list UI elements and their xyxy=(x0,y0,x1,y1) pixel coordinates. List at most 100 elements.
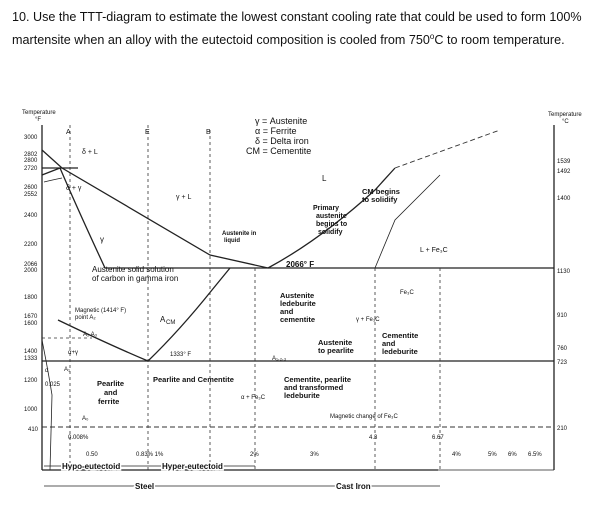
svg-text:2800: 2800 xyxy=(24,158,38,164)
svg-text:austenite: austenite xyxy=(316,213,347,220)
delta-boundary xyxy=(41,167,61,176)
left-axis-unit: °F xyxy=(35,117,41,123)
svg-text:A₁,₂,₃: A₁,₂,₃ xyxy=(272,356,287,362)
svg-text:4%: 4% xyxy=(452,452,461,458)
svg-text:1333° F: 1333° F xyxy=(170,352,191,358)
cast-iron-label: Cast Iron xyxy=(336,482,371,491)
svg-text:2552: 2552 xyxy=(24,192,38,198)
left-axis-title: Temperature xyxy=(22,110,56,116)
svg-text:6.5%: 6.5% xyxy=(528,452,542,458)
hypo-label: Hypo-eutectoid xyxy=(62,462,120,471)
svg-text:2802: 2802 xyxy=(24,152,38,158)
svg-text:A₂ A₃: A₂ A₃ xyxy=(83,332,98,338)
svg-text:760: 760 xyxy=(557,346,568,352)
right-axis-title: Temperature xyxy=(548,112,582,118)
svg-text:ledeburite: ledeburite xyxy=(280,299,316,308)
svg-text:4.3: 4.3 xyxy=(369,435,378,441)
svg-text:2720: 2720 xyxy=(24,166,38,172)
svg-text:1800: 1800 xyxy=(24,295,38,301)
svg-text:910: 910 xyxy=(557,313,568,319)
svg-text:α = Ferrite: α = Ferrite xyxy=(255,126,296,136)
svg-text:γ + L: γ + L xyxy=(176,194,191,201)
svg-text:3000: 3000 xyxy=(24,135,38,141)
svg-text:1400: 1400 xyxy=(24,349,38,355)
acm-curve xyxy=(147,267,231,362)
question-text: 10. Use the TTT-diagram to estimate the … xyxy=(12,8,587,50)
legend: γ = Austenite α = Ferrite δ = Delta iron… xyxy=(246,116,311,156)
svg-text:liquid: liquid xyxy=(224,238,240,244)
svg-text:410: 410 xyxy=(28,427,39,433)
svg-text:A₀: A₀ xyxy=(82,416,89,422)
svg-text:3%: 3% xyxy=(310,452,319,458)
question-body: Use the TTT-diagram to estimate the lowe… xyxy=(12,10,582,48)
bottom-ticks: 0.50 0.83% 1% 2% 3% 4% 5% 6% 6.5% xyxy=(86,452,542,458)
svg-text:1492: 1492 xyxy=(557,169,571,175)
svg-text:1539: 1539 xyxy=(557,159,571,165)
svg-text:A: A xyxy=(160,315,166,324)
svg-text:δ + γ: δ + γ xyxy=(66,185,82,192)
svg-text:α + Fe₃C: α + Fe₃C xyxy=(241,395,266,401)
right-ticks: 1539 1492 1400 1130 910 760 723 210 xyxy=(557,159,571,432)
svg-text:to solidify: to solidify xyxy=(362,195,398,204)
svg-text:6%: 6% xyxy=(508,452,517,458)
svg-text:1000: 1000 xyxy=(24,407,38,413)
svg-text:CM = Cementite: CM = Cementite xyxy=(246,146,311,156)
svg-text:to pearlite: to pearlite xyxy=(318,346,354,355)
svg-text:Austenite: Austenite xyxy=(280,291,314,300)
svg-text:2066: 2066 xyxy=(24,262,38,268)
svg-text:2200: 2200 xyxy=(24,242,38,248)
svg-text:Fe₃C: Fe₃C xyxy=(400,290,414,296)
svg-text:CM: CM xyxy=(166,320,175,326)
point-e: E xyxy=(145,129,150,136)
svg-text:5%: 5% xyxy=(488,452,497,458)
svg-text:0.008%: 0.008% xyxy=(68,435,89,441)
svg-text:solidify: solidify xyxy=(318,229,343,236)
svg-text:α+γ: α+γ xyxy=(68,350,78,356)
svg-text:cementite: cementite xyxy=(280,315,315,324)
svg-text:Pearlite: Pearlite xyxy=(97,379,124,388)
svg-text:of carbon in gamma iron: of carbon in gamma iron xyxy=(92,274,178,283)
solidus-curve xyxy=(59,167,106,269)
svg-text:2400: 2400 xyxy=(24,213,38,219)
svg-text:ledeburite: ledeburite xyxy=(284,391,320,400)
svg-text:L + Fe₃C: L + Fe₃C xyxy=(420,247,448,254)
svg-text:ledeburite: ledeburite xyxy=(382,347,418,356)
svg-text:2000: 2000 xyxy=(24,268,38,274)
svg-text:1200: 1200 xyxy=(24,378,38,384)
svg-text:and: and xyxy=(104,388,118,397)
svg-text:2%: 2% xyxy=(250,452,259,458)
svg-text:0.83% 1%: 0.83% 1% xyxy=(136,452,164,458)
svg-text:and transformed: and transformed xyxy=(284,383,344,392)
svg-text:1130: 1130 xyxy=(557,269,571,275)
question-number: 10. xyxy=(12,10,30,24)
svg-text:6.67: 6.67 xyxy=(432,435,444,441)
region-l: L xyxy=(322,174,327,183)
left-ticks: 3000 2802 2800 2720 2600 2552 2400 2200 … xyxy=(24,135,39,433)
svg-text:γ = Austenite: γ = Austenite xyxy=(255,116,307,126)
svg-text:Cementite, pearlite: Cementite, pearlite xyxy=(284,375,351,384)
svg-text:point A₂: point A₂ xyxy=(75,315,96,321)
svg-text:210: 210 xyxy=(557,426,568,432)
svg-text:CM begins: CM begins xyxy=(362,187,400,196)
svg-text:2600: 2600 xyxy=(24,185,38,191)
a3-curve xyxy=(57,319,149,362)
liquidus-curve xyxy=(41,149,396,269)
svg-text:Austenite solid solution: Austenite solid solution xyxy=(92,265,174,274)
svg-text:Pearlite and Cementite: Pearlite and Cementite xyxy=(153,375,234,384)
svg-text:δ + L: δ + L xyxy=(82,149,98,156)
delta-gamma-boundary xyxy=(43,177,63,183)
right-axis-unit: °C xyxy=(562,119,569,125)
svg-text:A₁: A₁ xyxy=(64,367,70,373)
svg-text:Austenite in: Austenite in xyxy=(222,231,257,237)
svg-text:2066° F: 2066° F xyxy=(286,260,314,269)
svg-text:Primary: Primary xyxy=(313,205,339,212)
svg-text:1670: 1670 xyxy=(24,314,38,320)
alpha-solvus xyxy=(41,339,53,471)
svg-text:α: α xyxy=(45,368,49,374)
svg-text:Austenite: Austenite xyxy=(318,338,352,347)
steel-label: Steel xyxy=(135,482,154,491)
point-b: B xyxy=(206,129,211,136)
cm-solidus xyxy=(374,174,441,269)
svg-text:Magnetic (1414° F): Magnetic (1414° F) xyxy=(75,308,126,314)
